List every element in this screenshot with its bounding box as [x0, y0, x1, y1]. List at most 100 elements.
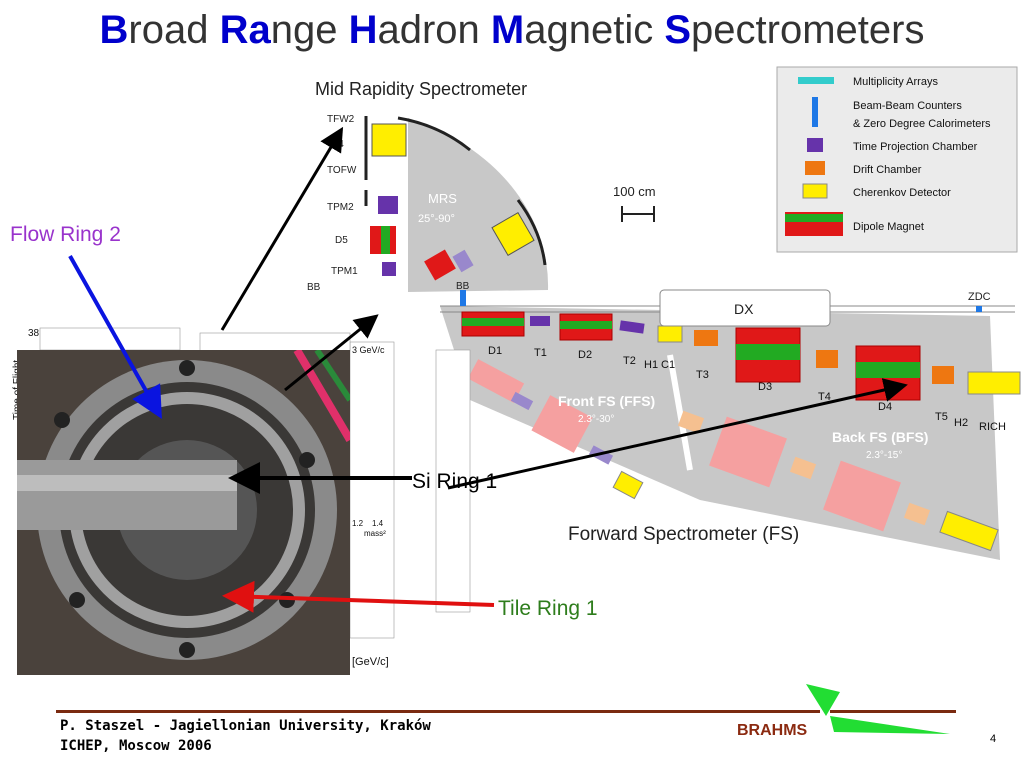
label-d1: D1 [488, 345, 502, 357]
t3-drift-chamber [694, 330, 718, 346]
tile-ring-label: Tile Ring 1 [498, 597, 598, 620]
label-bb-fs: BB [456, 281, 470, 292]
logo-green-shard-bottom [830, 716, 950, 734]
t1-chamber [530, 316, 550, 326]
legend-label-cherenkov: Cherenkov Detector [853, 187, 951, 199]
ring-hole [69, 592, 85, 608]
mrs-chamber [452, 249, 474, 273]
label-h1: H1 [644, 359, 658, 371]
bfs-magnet-1 [709, 416, 787, 488]
t4-drift-chamber [816, 350, 838, 368]
legend-label-zdc: & Zero Degree Calorimeters [853, 118, 991, 130]
arrow-to-rich [447, 378, 908, 490]
bfs-drift-chamber-1 [677, 410, 705, 434]
page-number: 4 [990, 733, 997, 745]
plot-frame-middle [435, 349, 471, 613]
label-c1: C1 [661, 359, 675, 371]
flow-ring-arrow [68, 255, 162, 419]
ffs-magnet-2 [531, 395, 593, 453]
legend-swatch-tpc [807, 138, 823, 152]
footer-credits: P. Staszel - Jagiellonian University, Kr… [60, 716, 431, 756]
label-tpm2: TPM2 [327, 202, 354, 213]
ffs-dipole-magnet [467, 359, 525, 403]
fs-caption: Forward Spectrometer (FS) [568, 524, 799, 545]
footer-rule-left [56, 710, 820, 713]
mrs-cherenkov-detector [491, 211, 535, 257]
ring-hole [54, 412, 70, 428]
logo-green-shard-top [806, 684, 840, 716]
c4-cherenkov-detector [371, 123, 407, 157]
tpm1-chamber [382, 262, 396, 276]
bfs-magnet-2 [823, 460, 901, 532]
title-initial: S [664, 8, 692, 52]
rich-detector [967, 371, 1021, 395]
plot-y-tick: 38 [28, 328, 40, 339]
label-d3: D3 [758, 381, 772, 393]
title-word: pectrometers [691, 8, 925, 52]
beam-pipe [17, 460, 237, 530]
label-tofw: TOFW [327, 165, 357, 176]
brahms-wordmark: BRAHMS [737, 722, 808, 739]
label-d4: D4 [878, 401, 892, 413]
mrs-region-angle: 25°-90° [418, 213, 455, 225]
title-word: road [128, 8, 220, 52]
title-word: agnetic [524, 8, 665, 52]
label-d5: D5 [335, 235, 348, 246]
ring-hole [179, 642, 195, 658]
label-bb-mrs: BB [307, 282, 321, 293]
t5-drift-chamber [932, 366, 954, 384]
detector-photo [17, 350, 350, 675]
legend-label-multiplicity: Multiplicity Arrays [853, 76, 938, 88]
scale-label: 100 cm [613, 184, 656, 199]
label-t4: T4 [818, 391, 831, 403]
arrow-to-mrs [220, 126, 344, 331]
title-initial: H [348, 8, 378, 52]
legend-swatch-drift-chamber [805, 161, 825, 175]
title-initial: B [99, 8, 129, 52]
zdc-label: ZDC [968, 291, 991, 303]
mrs-dipole-magnet [424, 249, 456, 281]
d5-magnet-gap [381, 226, 390, 254]
plot-x-unit: mass² [364, 529, 386, 538]
pid-plot-fragment: 38 Time of Flight 3 GeV/c 1.2 1.4 mass² … [12, 327, 471, 668]
label-t2: T2 [623, 355, 636, 367]
legend-swatch-multiplicity [798, 77, 834, 84]
d3-magnet-gap [736, 344, 800, 360]
scale-bar: 100 cm [613, 184, 656, 222]
ring-hole [179, 360, 195, 376]
ffs-tracking-chamber [510, 391, 534, 411]
plot-momentum-note: 3 GeV/c [352, 345, 385, 355]
title-initial: M [490, 8, 525, 52]
ring-hole [299, 452, 315, 468]
brahms-logo [806, 684, 950, 734]
title-initial: Ra [219, 8, 271, 52]
legend-label-dipole: Dipole Magnet [853, 221, 924, 233]
cable [293, 350, 350, 443]
label-tfw2: TFW2 [327, 114, 355, 125]
label-t5: T5 [935, 411, 948, 423]
plot-x-tick: 1.4 [372, 519, 384, 528]
t2-chamber [619, 320, 645, 334]
c1-cherenkov [657, 325, 683, 343]
d1-magnet-gap [462, 318, 524, 326]
slide-title: Broad Range Hadron Magnetic Spectrometer… [0, 8, 1024, 53]
footer-author: P. Staszel - Jagiellonian University, Kr… [60, 718, 431, 734]
tpm2-chamber [378, 196, 398, 214]
mrs-region-name: MRS [428, 191, 457, 206]
label-t3: T3 [696, 369, 709, 381]
label-rich: RICH [979, 421, 1006, 433]
d2-magnet-gap [560, 321, 612, 329]
ffs-name: Front FS (FFS) [558, 393, 655, 409]
label-h2: H2 [954, 417, 968, 429]
bfs-drift-chamber-3 [903, 502, 931, 526]
ffs-cherenkov [612, 470, 644, 500]
mrs-inner-arc [397, 116, 471, 152]
forward-spectrometer: DX ZDC BB D1 T1 D2 T2 H1 [440, 281, 1021, 560]
footer-rule-right [830, 710, 956, 713]
legend-swatch-cherenkov [802, 183, 828, 199]
title-word: nge [270, 8, 349, 52]
plot-x-tick: 1.2 [352, 519, 364, 528]
legend-label-drift-chamber: Drift Chamber [853, 164, 922, 176]
